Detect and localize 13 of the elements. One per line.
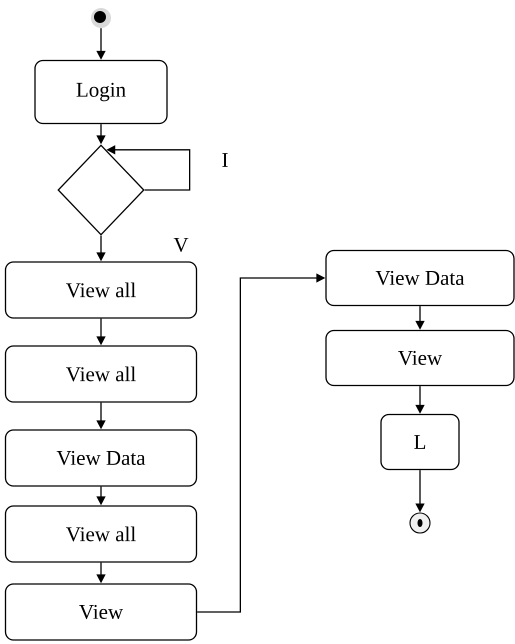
edge-label: V [172,236,190,254]
process-box: View [4,583,198,641]
process-box: L [380,414,460,470]
process-box: View all [4,261,198,319]
process-box: View Data [4,429,198,487]
end-node [409,512,431,534]
start-node [91,8,111,28]
process-box: View all [4,345,198,403]
process-box: View Data [325,250,515,306]
process-box: Login [34,60,168,124]
edge-label: I [220,152,230,168]
process-box: View all [4,505,198,563]
process-box: View [325,330,515,386]
